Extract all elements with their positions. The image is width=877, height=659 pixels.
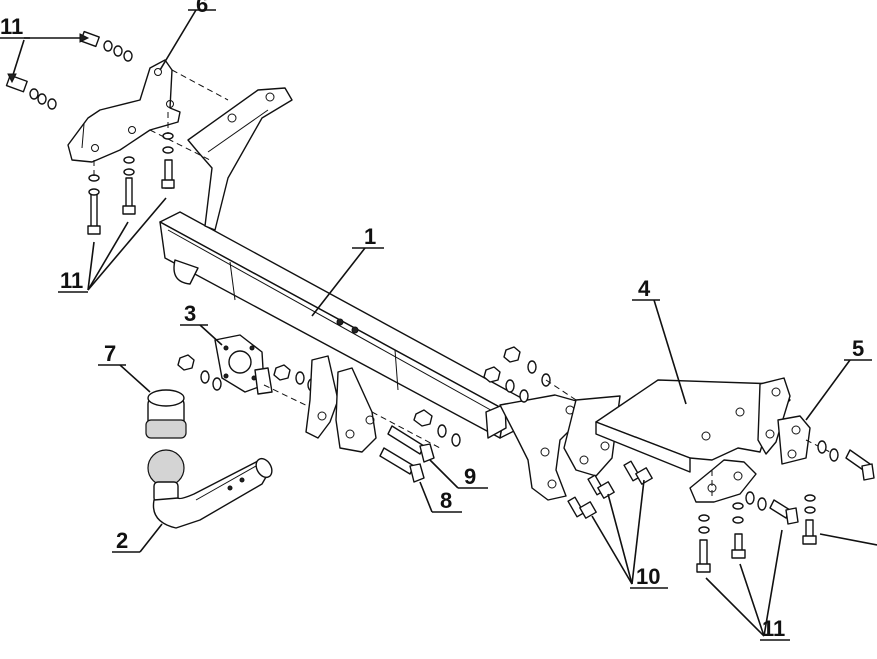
label-8: 8 (440, 488, 452, 513)
label-3: 3 (184, 301, 196, 326)
label-7: 7 (104, 341, 116, 366)
part-8-bolts (379, 447, 425, 483)
part-5-bracket (777, 415, 831, 465)
label-6: 6 (196, 0, 208, 17)
part-3-socket-plate (177, 334, 321, 413)
label-11-top: 11 (0, 14, 23, 39)
label-9: 9 (464, 464, 476, 489)
part-4-bracket (595, 377, 791, 473)
leader-lines (0, 9, 877, 641)
part-7-cap (145, 389, 187, 439)
fasteners-right (696, 440, 875, 573)
part-labels: 1 2 3 4 5 6 7 8 9 10 11 11 11 (0, 0, 864, 641)
part-2-towball (147, 449, 273, 529)
label-11-right: 11 (762, 616, 785, 641)
right-lower-bracket (689, 459, 757, 503)
part-6-bracket (67, 59, 181, 163)
label-1: 1 (364, 224, 376, 249)
label-4: 4 (638, 276, 651, 301)
crossbar-beam (159, 211, 526, 439)
label-10: 10 (636, 564, 660, 589)
center-mount-plates (305, 355, 441, 453)
label-11-left: 11 (60, 268, 83, 293)
label-2: 2 (116, 528, 128, 553)
left-side-bracket (187, 87, 293, 231)
part-9-bolts (387, 409, 461, 463)
fasteners-upper-left (5, 30, 229, 235)
label-5: 5 (852, 336, 864, 361)
